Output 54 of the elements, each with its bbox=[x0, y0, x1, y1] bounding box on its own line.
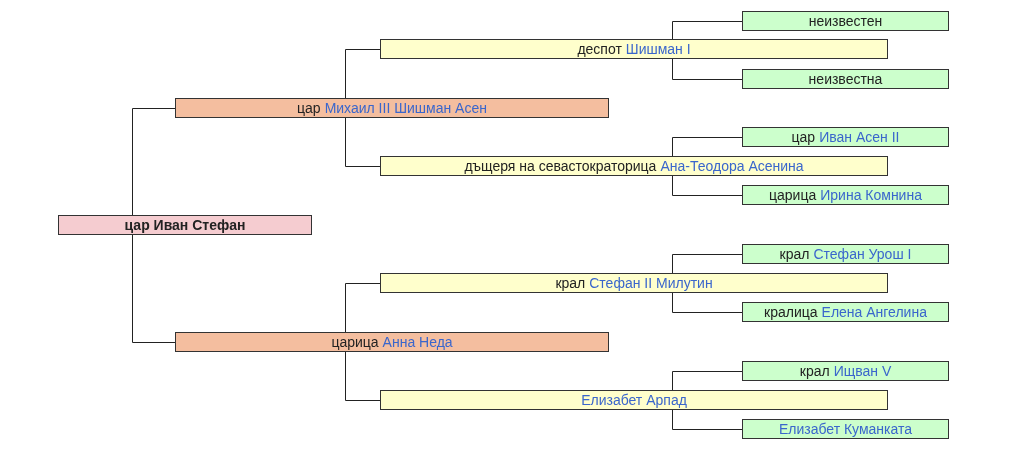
title-text: неизвестен bbox=[808, 13, 883, 29]
person-link: Стефан II Милутин bbox=[589, 275, 713, 291]
connector-line bbox=[345, 117, 381, 167]
person-link: Елизабет Арпад bbox=[581, 392, 687, 408]
connector-line bbox=[132, 234, 176, 343]
person-box bbox=[58, 215, 312, 235]
person-box bbox=[380, 273, 888, 293]
title-text: крал bbox=[779, 246, 810, 262]
person-link: Елена Ангелина bbox=[821, 304, 927, 320]
person-box bbox=[380, 156, 888, 176]
person-box bbox=[175, 98, 609, 118]
person-link: Михаил III Шишман Асен bbox=[324, 100, 487, 116]
title-text: деспот bbox=[577, 41, 622, 57]
title-text: крал bbox=[555, 275, 586, 291]
title-text: царица bbox=[331, 334, 379, 350]
connector-line bbox=[672, 137, 743, 157]
person-link: Ищван V bbox=[833, 363, 892, 379]
person-box bbox=[742, 69, 949, 89]
person-box bbox=[742, 127, 949, 147]
person-link: Иван Асен II bbox=[819, 129, 900, 145]
person-box bbox=[380, 39, 888, 59]
connector-line bbox=[345, 283, 381, 333]
connector-line bbox=[672, 292, 743, 313]
title-text: цар bbox=[297, 100, 321, 116]
person-link: Анна Неда bbox=[382, 334, 453, 350]
connector-line bbox=[345, 49, 381, 99]
title-text: цар Иван Стефан bbox=[124, 217, 246, 233]
title-text: крал bbox=[799, 363, 830, 379]
connector-line bbox=[132, 108, 176, 216]
person-box bbox=[742, 361, 949, 381]
person-box bbox=[742, 302, 949, 322]
connector-line bbox=[672, 175, 743, 196]
title-text: дъщеря на севастократорица bbox=[464, 158, 657, 174]
connector-line bbox=[672, 371, 743, 391]
title-text: царица bbox=[769, 187, 817, 203]
person-link: Елизабет Куманката bbox=[778, 421, 913, 437]
person-box bbox=[742, 185, 949, 205]
person-link: Шишман I bbox=[625, 41, 691, 57]
person-link: Ирина Комнина bbox=[820, 187, 922, 203]
person-box bbox=[742, 244, 949, 264]
person-box bbox=[742, 11, 949, 31]
person-box bbox=[175, 332, 609, 352]
person-box bbox=[380, 390, 888, 410]
person-link: Ана-Теодора Асенина bbox=[660, 158, 804, 174]
title-text: цар bbox=[791, 129, 816, 145]
title-text: кралица bbox=[764, 304, 818, 320]
connector-line bbox=[345, 351, 381, 401]
connector-line bbox=[672, 21, 743, 40]
connector-line bbox=[672, 409, 743, 430]
connector-line bbox=[672, 58, 743, 80]
title-text: неизвестна bbox=[808, 71, 883, 87]
connector-line bbox=[672, 254, 743, 274]
person-link: Стефан Урош I bbox=[813, 246, 912, 262]
person-box bbox=[742, 419, 949, 439]
